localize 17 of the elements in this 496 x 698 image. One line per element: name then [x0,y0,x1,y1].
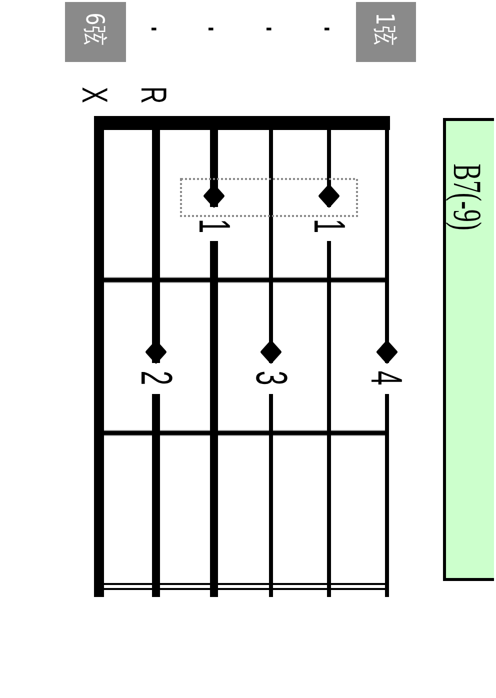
string-number-tag [65,2,126,62]
finger-number: 3 [250,370,294,386]
chord-name-panel [443,118,494,581]
dot-mark: . [323,25,355,33]
dot-mark: . [207,25,239,33]
string-number-label: 6弦 [82,12,108,46]
dot-mark: . [265,25,297,33]
root-mark: R [134,86,170,104]
finger-number: 4 [364,370,410,386]
chord-name: B7(-9) [446,164,486,230]
finger-number: 2 [134,370,180,386]
string-number-label: 1弦 [372,12,398,46]
dot-mark: . [150,25,182,33]
string-number-tag [356,2,416,62]
finger-number: 1 [192,218,238,234]
finger-number: 1 [308,218,352,234]
mute-mark: X [75,87,111,103]
